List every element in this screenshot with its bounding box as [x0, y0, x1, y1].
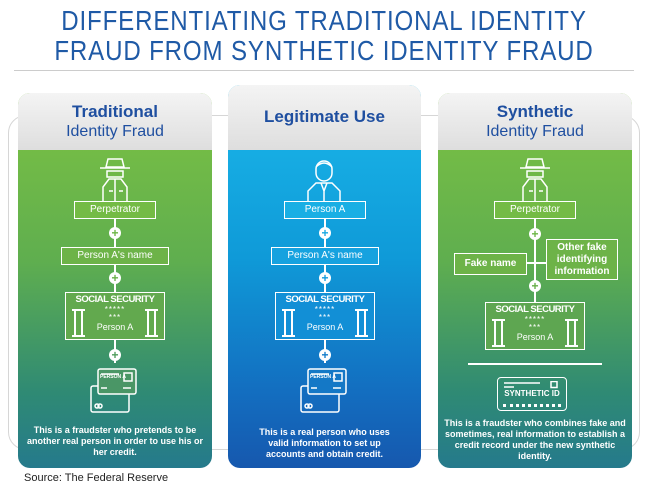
spy-icon: [520, 158, 550, 201]
column-subtitle: Identity Fraud: [66, 123, 164, 140]
ss-stars: *****: [314, 305, 336, 314]
pillar-icon: [492, 319, 505, 347]
social-security-card: SOCIAL SECURITY ***** *** Person A: [485, 302, 585, 350]
column-description: This is a real person who uses valid inf…: [259, 427, 390, 459]
ss-person: Person A: [306, 322, 344, 332]
perpetrator-box: Perpetrator: [494, 201, 576, 219]
plus-icon: +: [109, 272, 121, 284]
column-header: Legitimate Use: [228, 85, 421, 150]
ss-title: SOCIAL SECURITY: [285, 294, 365, 305]
pillar-icon: [355, 309, 368, 337]
plus-icon: +: [319, 349, 331, 361]
fake-name-box: Fake name: [454, 253, 527, 275]
column-description: This is a fraudster who pretends to be a…: [26, 425, 204, 457]
plus-icon: +: [109, 227, 121, 239]
plus-icon: +: [529, 280, 541, 292]
ss-stars: *****: [104, 305, 126, 314]
branch-line: [527, 262, 546, 264]
synthetic-id-label: SYNTHETIC ID: [504, 389, 560, 398]
card-label: PERSON A: [310, 374, 336, 380]
ss-stars: ***: [318, 313, 332, 322]
result-divider: [468, 363, 602, 365]
source-caption: Source: The Federal Reserve: [24, 472, 169, 484]
credit-cards-icon: [90, 368, 137, 413]
connector-line: [114, 218, 116, 363]
column-subtitle: Identity Fraud: [486, 123, 584, 140]
plus-icon: +: [319, 227, 331, 239]
page-title-line-2: FRAUD FROM SYNTHETIC IDENTITY FRAUD: [54, 35, 594, 66]
title-divider: [14, 70, 634, 71]
synthetic-id-card: SYNTHETIC ID: [497, 377, 567, 411]
pillar-icon: [282, 309, 295, 337]
card-label: PERSON A: [100, 374, 126, 380]
connector-line: [324, 218, 326, 363]
credit-cards-icon: [300, 368, 347, 413]
ss-stars: ***: [528, 323, 542, 332]
ss-person: Person A: [96, 322, 134, 332]
ss-title: SOCIAL SECURITY: [75, 294, 155, 305]
column-header: Synthetic Identity Fraud: [438, 93, 632, 150]
page-title-line-1: DIFFERENTIATING TRADITIONAL IDENTITY: [61, 5, 587, 36]
other-fake-info-box: Other fake identifying information: [546, 239, 618, 280]
column-header: Traditional Identity Fraud: [18, 93, 212, 150]
column-synthetic: Synthetic Identity Fraud Perpetrator + F…: [438, 93, 632, 468]
pillar-icon: [72, 309, 85, 337]
column-title: Synthetic: [496, 102, 574, 121]
name-box: Person A's name: [61, 247, 169, 265]
plus-icon: +: [109, 349, 121, 361]
social-security-card: SOCIAL SECURITY ***** *** Person A: [275, 292, 375, 340]
id-number-marks: [503, 404, 561, 407]
column-description: This is a fraudster who combines fake an…: [444, 418, 626, 461]
pillar-icon: [565, 319, 578, 347]
plus-icon: +: [529, 228, 541, 240]
pillar-icon: [145, 309, 158, 337]
person-box: Person A: [284, 201, 366, 219]
spy-icon: [100, 158, 130, 201]
social-security-card: SOCIAL SECURITY ***** *** Person A: [65, 292, 165, 340]
ss-title: SOCIAL SECURITY: [495, 304, 575, 315]
name-box: Person A's name: [271, 247, 379, 265]
connector-line: [534, 218, 536, 303]
column-title: Traditional: [72, 102, 158, 121]
ss-stars: *****: [524, 315, 546, 324]
ss-stars: ***: [108, 313, 122, 322]
person-icon: [307, 160, 341, 201]
ss-person: Person A: [516, 332, 554, 342]
perpetrator-box: Perpetrator: [74, 201, 156, 219]
column-title: Legitimate Use: [264, 107, 385, 126]
id-card-lines-icon: [504, 381, 558, 389]
column-legitimate: Legitimate Use Person A + Person A's nam…: [228, 85, 421, 468]
plus-icon: +: [319, 272, 331, 284]
column-traditional: Traditional Identity Fraud Perpetrator +…: [18, 93, 212, 468]
